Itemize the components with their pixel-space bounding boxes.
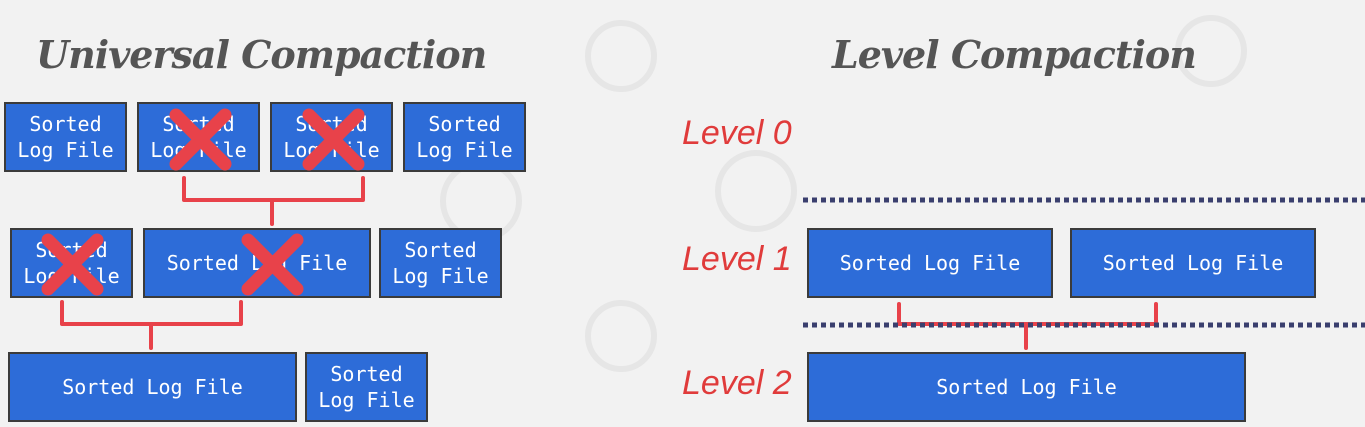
level-2-label: Level 2 <box>682 364 792 402</box>
background-database-icon <box>585 300 657 372</box>
universal-row3-file-2: Sorted Log File <box>305 352 428 422</box>
level1-file-1: Sorted Log File <box>807 228 1053 298</box>
level-compaction-title: Level Compaction <box>832 32 1197 77</box>
delete-cross-icon <box>302 108 365 171</box>
universal-row1-file-4: Sorted Log File <box>403 102 526 172</box>
universal-row1-file-1: Sorted Log File <box>4 102 127 172</box>
merge-bracket-row1 <box>182 176 365 226</box>
universal-row3-file-1: Sorted Log File <box>8 352 297 422</box>
level-1-label: Level 1 <box>682 240 792 278</box>
background-skull-icon <box>715 150 797 232</box>
level2-file-1: Sorted Log File <box>807 352 1246 422</box>
delete-cross-icon <box>41 233 104 296</box>
merge-bracket-level <box>897 302 1158 350</box>
background-database-icon <box>1175 15 1247 87</box>
level1-file-2: Sorted Log File <box>1070 228 1316 298</box>
merge-bracket-row2 <box>60 300 243 350</box>
background-database-icon <box>585 20 657 92</box>
universal-compaction-title: Universal Compaction <box>36 32 487 77</box>
delete-cross-icon <box>241 233 304 296</box>
level-0-label: Level 0 <box>682 114 792 152</box>
universal-row2-file-3: Sorted Log File <box>379 228 502 298</box>
delete-cross-icon <box>169 108 232 171</box>
